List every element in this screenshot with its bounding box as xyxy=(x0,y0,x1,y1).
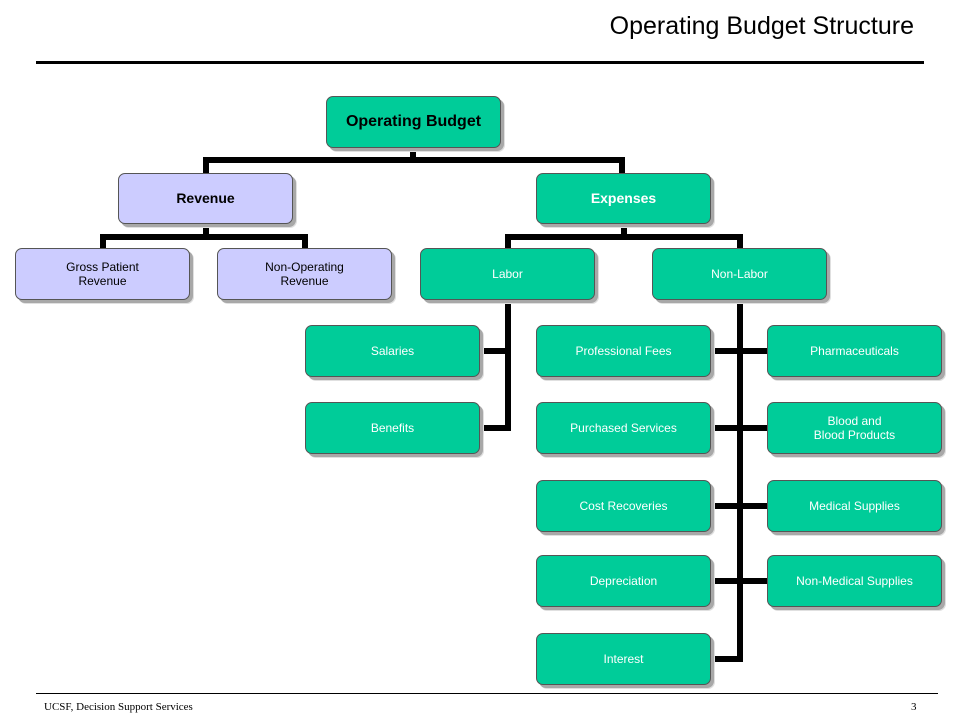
page-title: Operating Budget Structure xyxy=(609,12,914,40)
non-medical-supplies-node: Non-Medical Supplies xyxy=(767,555,942,607)
blood-products-node: Blood and Blood Products xyxy=(767,402,942,454)
non-labor-node: Non-Labor xyxy=(652,248,827,300)
benefits-node: Benefits xyxy=(305,402,480,454)
page-number: 3 xyxy=(911,701,917,713)
pharmaceuticals-node: Pharmaceuticals xyxy=(767,325,942,377)
depreciation-node: Depreciation xyxy=(536,555,711,607)
labor-node: Labor xyxy=(420,248,595,300)
medical-supplies-node: Medical Supplies xyxy=(767,480,942,532)
operating-budget-node: Operating Budget xyxy=(326,96,501,148)
footer-organization: UCSF, Decision Support Services xyxy=(44,701,193,713)
revenue-node: Revenue xyxy=(118,173,293,224)
expenses-node: Expenses xyxy=(536,173,711,224)
interest-node: Interest xyxy=(536,633,711,685)
cost-recoveries-node: Cost Recoveries xyxy=(536,480,711,532)
purchased-services-node: Purchased Services xyxy=(536,402,711,454)
professional-fees-node: Professional Fees xyxy=(536,325,711,377)
salaries-node: Salaries xyxy=(305,325,480,377)
non-operating-revenue-node: Non-Operating Revenue xyxy=(217,248,392,300)
footer-divider xyxy=(36,693,938,694)
title-divider xyxy=(36,61,924,64)
gross-patient-revenue-node: Gross Patient Revenue xyxy=(15,248,190,300)
